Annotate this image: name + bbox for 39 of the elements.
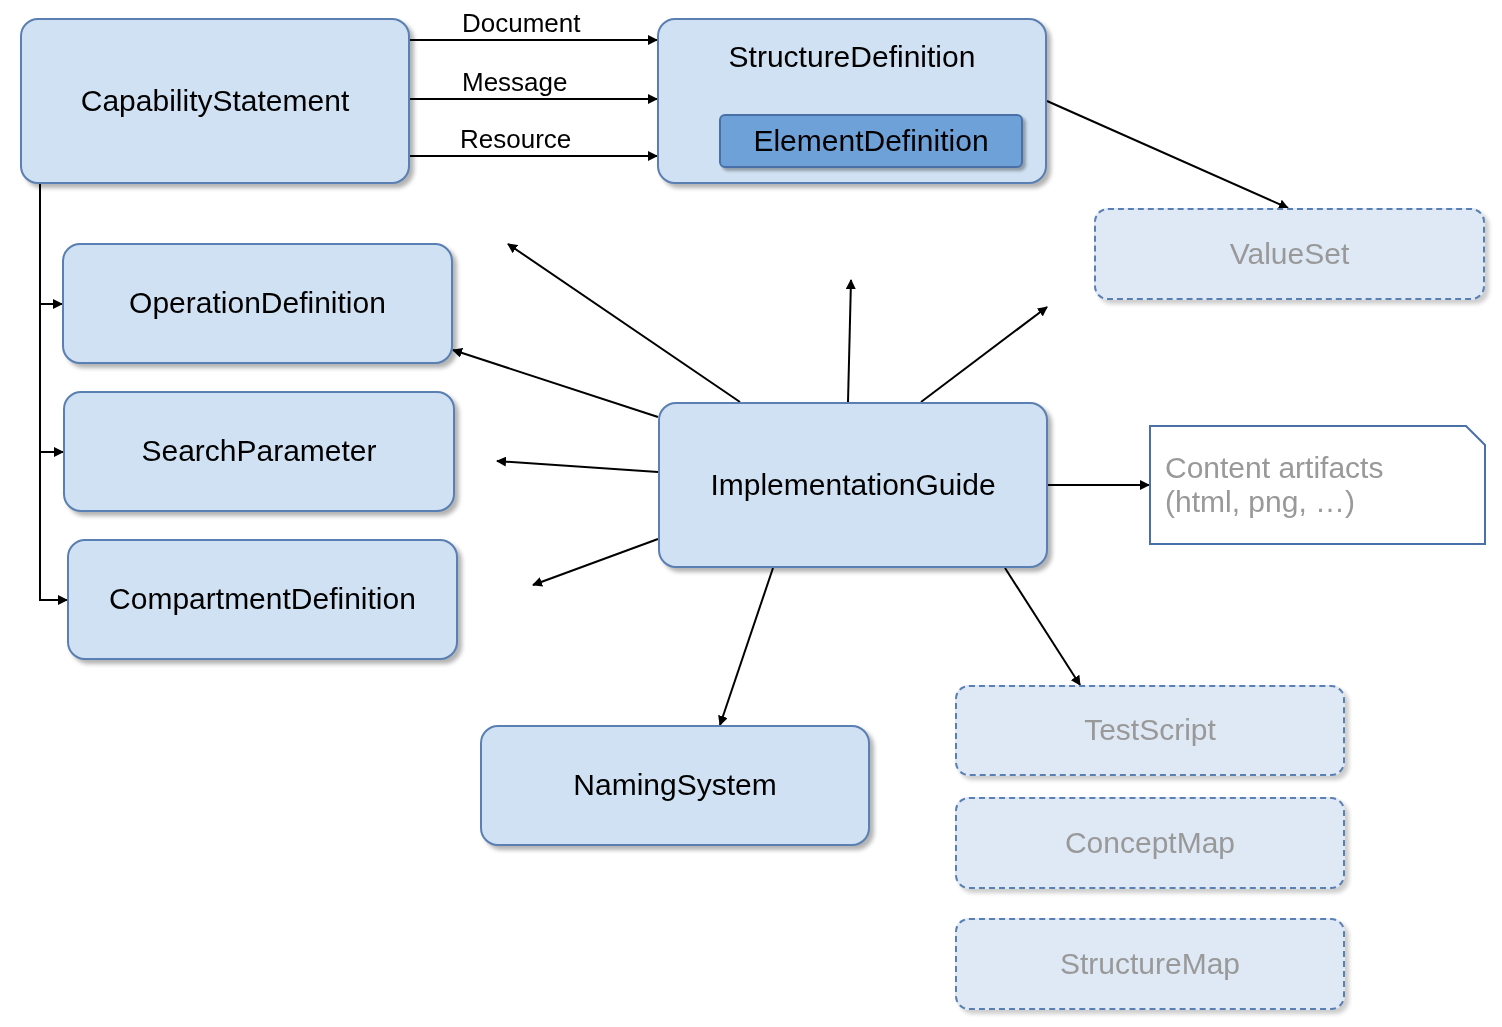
dashed-box — [1094, 208, 1485, 300]
node-label: Content artifacts (html, png, …) — [1165, 450, 1385, 520]
arrow — [409, 35, 658, 45]
dashed-box — [955, 685, 1345, 776]
arrow — [718, 567, 774, 726]
arrow — [409, 151, 658, 161]
node-label: SearchParameter — [141, 434, 377, 469]
arrow — [496, 456, 659, 473]
rounded-box — [20, 18, 410, 184]
node-label: ConceptMap — [1064, 825, 1236, 861]
rounded-box — [67, 539, 458, 660]
arrow — [1047, 480, 1150, 490]
node-label: CapabilityStatement — [80, 83, 350, 119]
node-label: OperationDefinition — [129, 286, 386, 321]
arrow — [507, 243, 741, 403]
rounded-box — [657, 18, 1047, 184]
arrow — [452, 348, 659, 418]
document-shape — [1149, 425, 1486, 545]
rounded-box — [658, 402, 1048, 568]
rounded-box — [480, 725, 870, 846]
element-box — [719, 114, 1023, 168]
node-label: StructureMap — [1059, 946, 1241, 982]
dashed-box — [955, 797, 1345, 889]
arrow — [1046, 100, 1289, 209]
node-label: ElementDefinition — [753, 123, 989, 159]
node-label: StructureDefinition — [728, 40, 976, 75]
node-label: NamingSystem — [573, 768, 777, 803]
rounded-box — [63, 391, 455, 512]
arrow — [409, 94, 658, 104]
node-label: CompartmentDefinition — [109, 582, 416, 617]
arrow — [920, 306, 1048, 403]
dashed-box — [955, 918, 1345, 1010]
arrow — [845, 279, 856, 403]
node-label: ImplementationGuide — [710, 467, 996, 503]
arrow — [532, 538, 659, 587]
arrow — [1004, 567, 1081, 686]
node-label: TestScript — [1084, 713, 1216, 748]
rounded-box — [62, 243, 453, 364]
node-label: ValueSet — [1229, 236, 1350, 272]
